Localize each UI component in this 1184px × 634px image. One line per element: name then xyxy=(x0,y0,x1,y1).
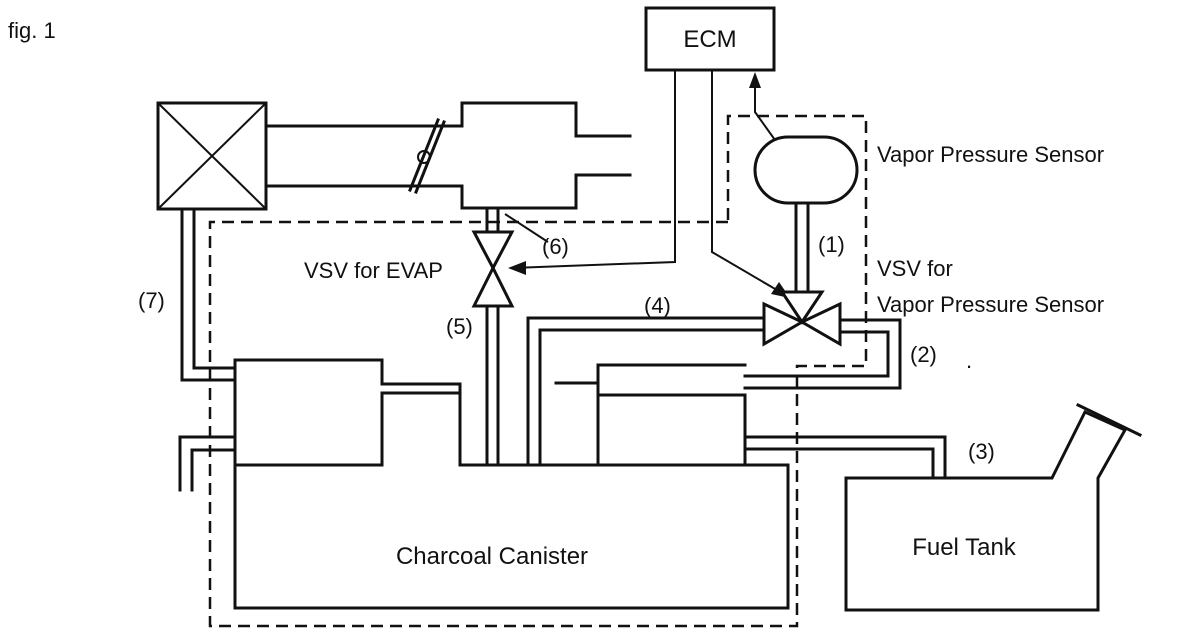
ecm-label: ECM xyxy=(683,26,736,53)
ecm-box: ECM xyxy=(644,6,776,72)
hose-label-2: (2) xyxy=(910,342,937,367)
fuel-tank xyxy=(844,402,1143,612)
vapor-pressure-sensor-label: Vapor Pressure Sensor xyxy=(877,142,1104,167)
hose-label-1: (1) xyxy=(818,232,845,257)
fuel-tank-label: Fuel Tank xyxy=(912,534,1017,561)
hose-1 xyxy=(794,201,810,292)
charcoal-canister-label: Charcoal Canister xyxy=(396,543,588,570)
vsv-vps-label-line2: Vapor Pressure Sensor xyxy=(877,292,1104,317)
dashed-boundary xyxy=(208,114,868,628)
hose-label-5: (5) xyxy=(446,314,473,339)
canister-vent-pipe xyxy=(178,435,237,492)
hose-label-4: (4) xyxy=(644,293,671,318)
intake-duct xyxy=(264,101,632,210)
throttle-valve xyxy=(408,118,446,194)
pipe-5 xyxy=(485,304,500,467)
vapor-pressure-sensor xyxy=(753,135,859,205)
hose-label-3: (3) xyxy=(968,439,995,464)
air-cleaner xyxy=(156,101,268,211)
hose-4 xyxy=(526,316,766,467)
charcoal-canister xyxy=(233,358,790,610)
vsv-vps-valve xyxy=(762,290,842,347)
hose-2 xyxy=(743,318,902,390)
stray-dot: . xyxy=(966,348,972,373)
hose-label-7: (7) xyxy=(138,288,165,313)
hose-7 xyxy=(180,207,237,382)
figure-label: fig. 1 xyxy=(8,18,56,43)
hose-3 xyxy=(743,435,947,480)
vsv-evap-valve xyxy=(471,230,515,308)
leader-6 xyxy=(504,213,549,243)
vps-to-ecm-signal xyxy=(749,72,776,141)
ecm-to-vsv-evap-signal xyxy=(508,70,676,275)
vsv-evap-label: VSV for EVAP xyxy=(304,258,443,283)
purge-pipe-6 xyxy=(485,206,500,234)
vsv-vps-label-line1: VSV for xyxy=(877,256,953,281)
hose-label-6: (6) xyxy=(542,234,569,259)
